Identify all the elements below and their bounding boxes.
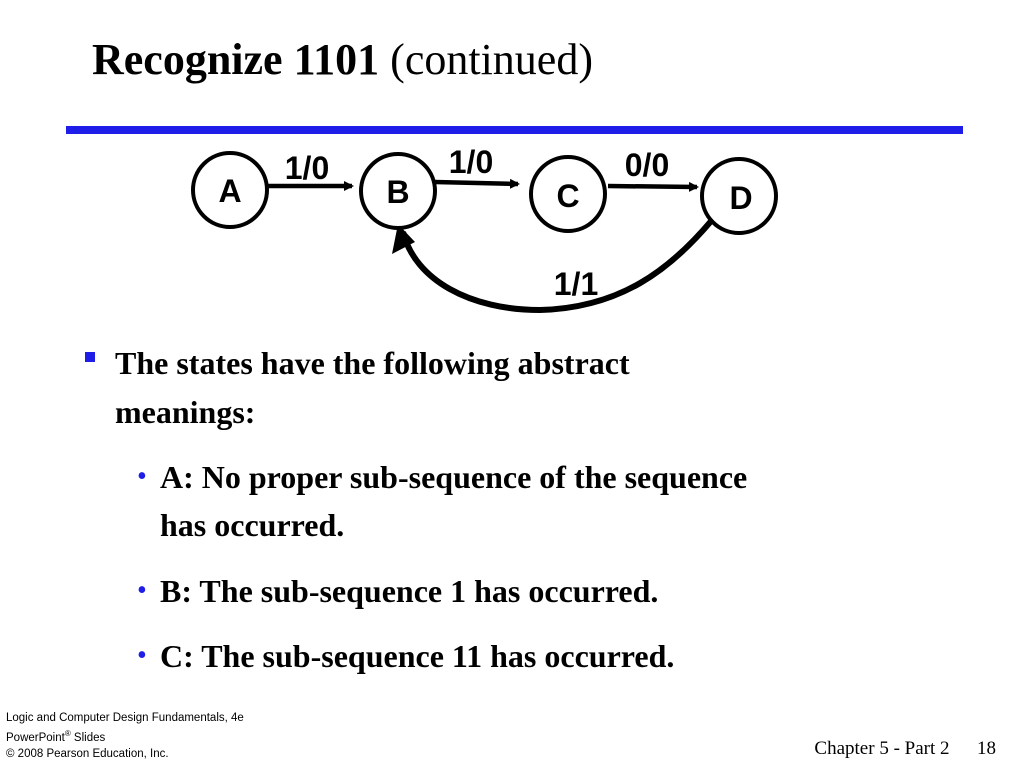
state-d-label: D bbox=[729, 180, 752, 216]
transition-c-d-label: 0/0 bbox=[625, 147, 669, 183]
page-number: 18 bbox=[977, 738, 996, 759]
transition-b-c-label: 1/0 bbox=[449, 144, 493, 180]
state-a: A bbox=[191, 151, 269, 229]
transition-d-b bbox=[400, 218, 715, 314]
round-bullet-icon: • bbox=[137, 461, 147, 492]
state-d: D bbox=[700, 157, 778, 235]
state-c-label: C bbox=[556, 178, 579, 214]
state-b: B bbox=[359, 152, 437, 230]
transition-d-b-label: 1/1 bbox=[554, 266, 598, 302]
footer-credits: Logic and Computer Design Fundamentals, … bbox=[6, 710, 244, 762]
sub-bullet-b: B: The sub-sequence 1 has occurred. bbox=[160, 573, 659, 609]
transition-a-b-label: 1/0 bbox=[285, 150, 329, 186]
footer-page-info: Chapter 5 - Part 2 18 bbox=[814, 738, 996, 760]
sub-bullet-c: C: The sub-sequence 11 has occurred. bbox=[160, 638, 675, 674]
footer-book: Logic and Computer Design Fundamentals, … bbox=[6, 712, 244, 724]
state-a-label: A bbox=[218, 173, 241, 209]
state-c: C bbox=[529, 155, 607, 233]
bullet-main-line2: meanings: bbox=[115, 394, 256, 430]
slide-title-main: Recognize 1101 bbox=[92, 35, 380, 84]
title-rule bbox=[66, 126, 963, 134]
round-bullet-icon: • bbox=[137, 575, 147, 606]
sub-bullet-a-line2: has occurred. bbox=[160, 507, 345, 543]
square-bullet-icon bbox=[85, 352, 95, 362]
transition-c-d bbox=[607, 181, 699, 192]
footer-ppt: PowerPoint® Slides bbox=[6, 729, 106, 744]
round-bullet-icon: • bbox=[137, 640, 147, 671]
slide-title: Recognize 1101 (continued) bbox=[92, 34, 593, 86]
slide-title-suffix: (continued) bbox=[390, 35, 593, 84]
footer-copyright: © 2008 Pearson Education, Inc. bbox=[6, 747, 169, 760]
sub-bullet-a-line1: A: No proper sub-sequence of the sequenc… bbox=[160, 459, 748, 495]
bullet-main-line1: The states have the following abstract bbox=[115, 345, 630, 381]
transition-d-b-arrowhead bbox=[392, 224, 415, 254]
footer-chapter: Chapter 5 - Part 2 bbox=[814, 738, 950, 759]
state-diagram: A B C D 1/0 1/0 0/0 1/1 bbox=[191, 144, 778, 314]
state-b-label: B bbox=[386, 174, 409, 210]
transition-b-c bbox=[434, 178, 520, 189]
